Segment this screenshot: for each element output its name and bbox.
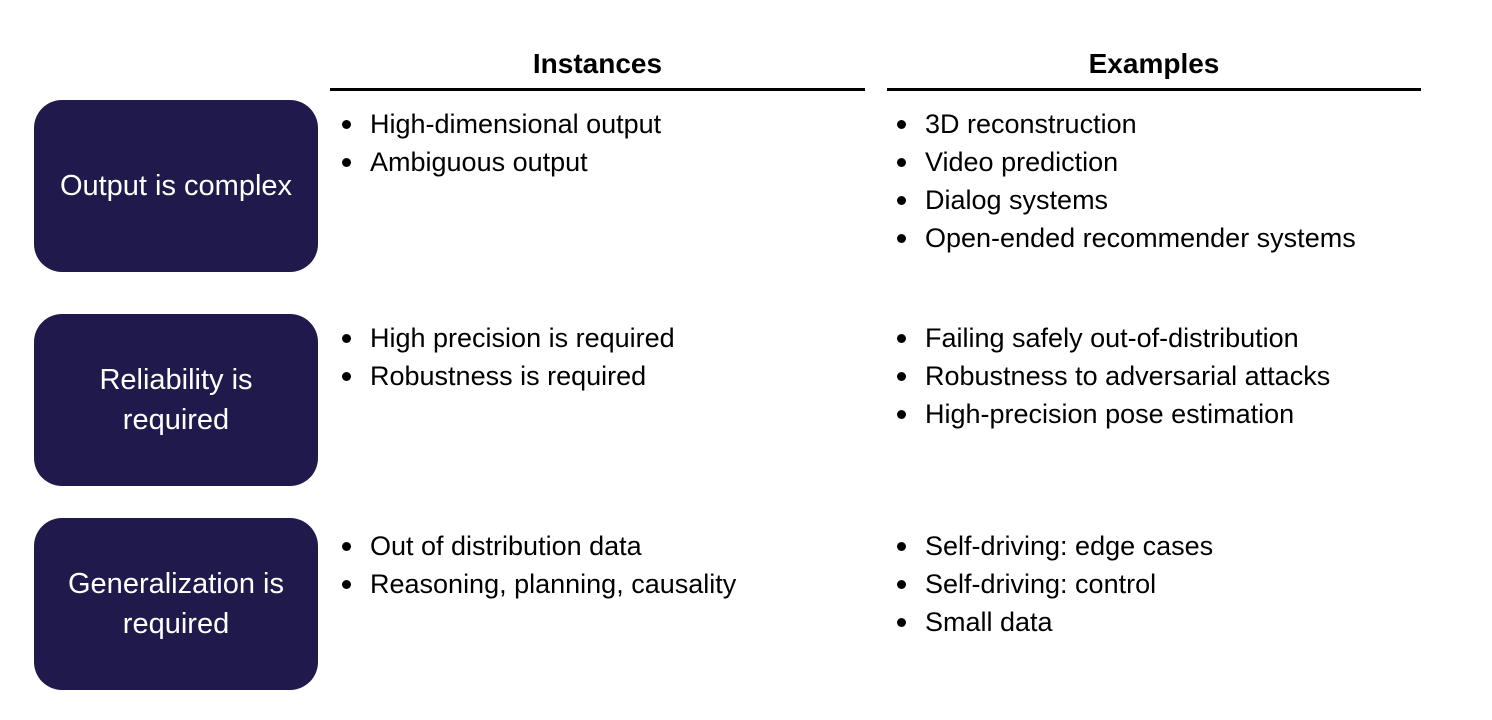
list-item-label: Out of distribution data: [370, 531, 642, 561]
list-item: Self-driving: edge cases: [895, 527, 1443, 565]
list-item-label: Ambiguous output: [370, 147, 588, 177]
bullet-icon: [342, 120, 351, 129]
bullet-icon: [897, 158, 906, 167]
list-item-label: Small data: [925, 607, 1053, 637]
list-item: 3D reconstruction: [895, 105, 1443, 143]
list-item: Video prediction: [895, 143, 1443, 181]
list-item-label: Self-driving: control: [925, 569, 1157, 599]
bullet-icon: [342, 372, 351, 381]
list-item-label: Robustness is required: [370, 361, 647, 391]
list-item-label: Failing safely out-of-distribution: [925, 323, 1299, 353]
bullet-icon: [342, 334, 351, 343]
list-item: Robustness to adversarial attacks: [895, 357, 1443, 395]
examples-header-rule: [887, 88, 1421, 91]
instances-list-row-2: High precision is required Robustness is…: [340, 319, 870, 395]
examples-list-row-2: Failing safely out-of-distribution Robus…: [895, 319, 1443, 433]
list-item-label: Reasoning, planning, causality: [370, 569, 737, 599]
list-item: Ambiguous output: [340, 143, 870, 181]
list-item: Reasoning, planning, causality: [340, 565, 870, 603]
list-item: Open-ended recommender systems: [895, 219, 1443, 257]
bullet-icon: [342, 158, 351, 167]
list-item: High-precision pose estimation: [895, 395, 1443, 433]
column-header-examples: Examples: [1088, 48, 1220, 79]
list-item: Out of distribution data: [340, 527, 870, 565]
category-box-output-is-complex: Output is complex: [34, 100, 318, 272]
bullet-icon: [897, 234, 906, 243]
list-item: Small data: [895, 603, 1443, 641]
list-item-label: Video prediction: [925, 147, 1119, 177]
list-item: Dialog systems: [895, 181, 1443, 219]
category-box-generalization-is-required: Generalization is required: [34, 518, 318, 690]
list-item: High precision is required: [340, 319, 870, 357]
bullet-icon: [342, 542, 351, 551]
bullet-icon: [897, 580, 906, 589]
list-item-label: 3D reconstruction: [925, 109, 1137, 139]
list-item: Robustness is required: [340, 357, 870, 395]
examples-list-row-3: Self-driving: edge cases Self-driving: c…: [895, 527, 1443, 641]
examples-list-row-1: 3D reconstruction Video prediction Dialo…: [895, 105, 1443, 257]
list-item-label: High-precision pose estimation: [925, 399, 1295, 429]
bullet-icon: [897, 196, 906, 205]
list-item-label: High precision is required: [370, 323, 675, 353]
bullet-icon: [897, 542, 906, 551]
bullet-icon: [897, 410, 906, 419]
list-item: Failing safely out-of-distribution: [895, 319, 1443, 357]
bullet-icon: [342, 580, 351, 589]
list-item-label: Robustness to adversarial attacks: [925, 361, 1331, 391]
instances-list-row-3: Out of distribution data Reasoning, plan…: [340, 527, 870, 603]
list-item: Self-driving: control: [895, 565, 1443, 603]
list-item-label: High-dimensional output: [370, 109, 662, 139]
category-box-reliability-is-required: Reliability is required: [34, 314, 318, 486]
instances-header-rule: [330, 88, 865, 91]
bullet-icon: [897, 120, 906, 129]
instances-list-row-1: High-dimensional output Ambiguous output: [340, 105, 870, 181]
column-header-instances: Instances: [532, 48, 663, 79]
list-item-label: Self-driving: edge cases: [925, 531, 1214, 561]
bullet-icon: [897, 334, 906, 343]
bullet-icon: [897, 618, 906, 627]
list-item: High-dimensional output: [340, 105, 870, 143]
bullet-icon: [897, 372, 906, 381]
list-item-label: Dialog systems: [925, 185, 1109, 215]
list-item-label: Open-ended recommender systems: [925, 223, 1356, 253]
